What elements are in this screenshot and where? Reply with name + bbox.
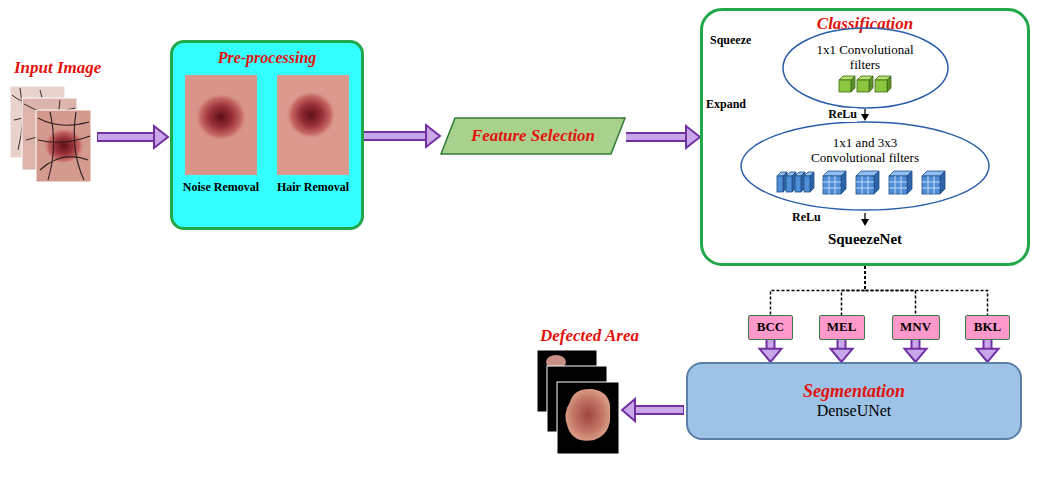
ellipse-shape bbox=[783, 28, 948, 108]
arrow-head bbox=[905, 349, 927, 362]
image-panel: Noise Removal bbox=[177, 75, 265, 205]
parallelogram-box: Feature Selection bbox=[440, 117, 626, 155]
box-title: Segmentation bbox=[803, 381, 905, 402]
arrow-connector bbox=[831, 340, 853, 362]
stage-label: Expand bbox=[706, 98, 746, 112]
arrow-head bbox=[686, 126, 700, 148]
ellipse-node: 1x1 Convolutional filters bbox=[782, 27, 949, 109]
class-label: MEL bbox=[827, 320, 857, 335]
connector-line bbox=[842, 266, 866, 315]
box-title: Pre-processing bbox=[218, 49, 317, 67]
parallelogram-shape bbox=[441, 118, 625, 154]
segmented-images bbox=[537, 350, 619, 454]
ellipse-node: 1x1 and 3x3 Convolutional filters bbox=[740, 121, 990, 211]
skin-image bbox=[277, 75, 349, 175]
class-box: MEL bbox=[819, 315, 865, 340]
arrow-connector bbox=[861, 109, 869, 121]
skin-image bbox=[185, 75, 257, 175]
filter-text: 1x1 Convolutional filters bbox=[805, 43, 925, 73]
arrow-connector bbox=[905, 340, 927, 362]
ellipse-outline bbox=[740, 121, 990, 211]
arrow-connector bbox=[760, 340, 782, 362]
stage-label: Squeeze bbox=[710, 34, 751, 48]
flow-arrow bbox=[622, 399, 684, 421]
image-caption: Hair Removal bbox=[277, 181, 349, 195]
image-caption: Noise Removal bbox=[183, 181, 259, 195]
class-box: BCC bbox=[748, 315, 793, 340]
class-label: MNV bbox=[900, 320, 931, 335]
connector-line bbox=[364, 131, 428, 141]
connector-line bbox=[865, 266, 988, 315]
process-box: SegmentationDenseUNet bbox=[686, 362, 1022, 440]
flow-arrow bbox=[97, 126, 168, 148]
arrow-head bbox=[426, 125, 440, 147]
connector-line bbox=[771, 266, 866, 315]
process-box: Pre-processing Noise Removal Hair Remova… bbox=[170, 40, 364, 230]
step-label: Feature Selection bbox=[471, 126, 595, 146]
model-name: SqueezeNet bbox=[828, 231, 902, 248]
arrow-connector bbox=[626, 126, 700, 148]
edge-label: ReLu bbox=[828, 108, 857, 122]
class-label: BKL bbox=[974, 320, 1001, 335]
arrow-head bbox=[977, 349, 999, 362]
model-name: DenseUNet bbox=[817, 402, 892, 420]
arrow-head bbox=[831, 349, 853, 362]
image-panel: Hair Removal bbox=[269, 75, 357, 205]
connector-line bbox=[364, 133, 428, 139]
dashed-connector bbox=[842, 266, 866, 315]
arrow-connector bbox=[977, 340, 999, 362]
class-box: MNV bbox=[892, 315, 940, 340]
class-label: BCC bbox=[757, 320, 784, 335]
dashed-connector bbox=[771, 266, 866, 315]
arrow-head bbox=[861, 114, 869, 121]
arrow-connector bbox=[364, 125, 440, 147]
dashed-connector bbox=[865, 266, 988, 315]
filter-icons bbox=[835, 75, 895, 93]
class-box: BKL bbox=[965, 315, 1010, 340]
image-title: Defected Area bbox=[540, 326, 639, 346]
ellipse-shape bbox=[741, 122, 989, 210]
connector-line bbox=[626, 134, 688, 140]
activation-label: ReLu bbox=[792, 211, 821, 225]
filter-text: 1x1 and 3x3 Convolutional filters bbox=[795, 136, 935, 166]
filter-icons bbox=[775, 168, 955, 196]
arrow-head bbox=[760, 349, 782, 362]
relu-arrow bbox=[861, 213, 869, 226]
connector-line bbox=[626, 132, 688, 142]
image-title: Input Image bbox=[14, 58, 101, 78]
input-images bbox=[10, 86, 91, 182]
